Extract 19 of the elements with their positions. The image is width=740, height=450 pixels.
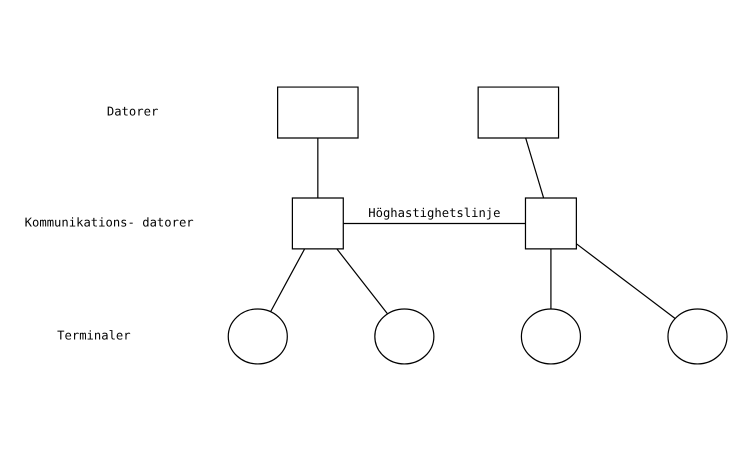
node-box xyxy=(478,86,560,138)
connector xyxy=(550,248,552,308)
node-box xyxy=(277,86,359,138)
node-screen xyxy=(520,308,582,364)
connector xyxy=(317,137,318,198)
connector xyxy=(344,222,526,224)
label: Kommunikations- datorer xyxy=(24,215,194,230)
node-screen xyxy=(228,308,288,364)
node-screen xyxy=(667,308,728,364)
label: Terminaler xyxy=(57,328,131,342)
node-box xyxy=(292,196,344,250)
edge-label: Höghastighetslinje xyxy=(368,205,501,220)
label: Datorer xyxy=(106,104,158,118)
connector xyxy=(336,248,388,314)
node-box xyxy=(524,196,577,250)
connector xyxy=(576,242,676,318)
node-screen xyxy=(374,308,434,364)
connector xyxy=(525,137,544,198)
connector xyxy=(270,248,306,312)
